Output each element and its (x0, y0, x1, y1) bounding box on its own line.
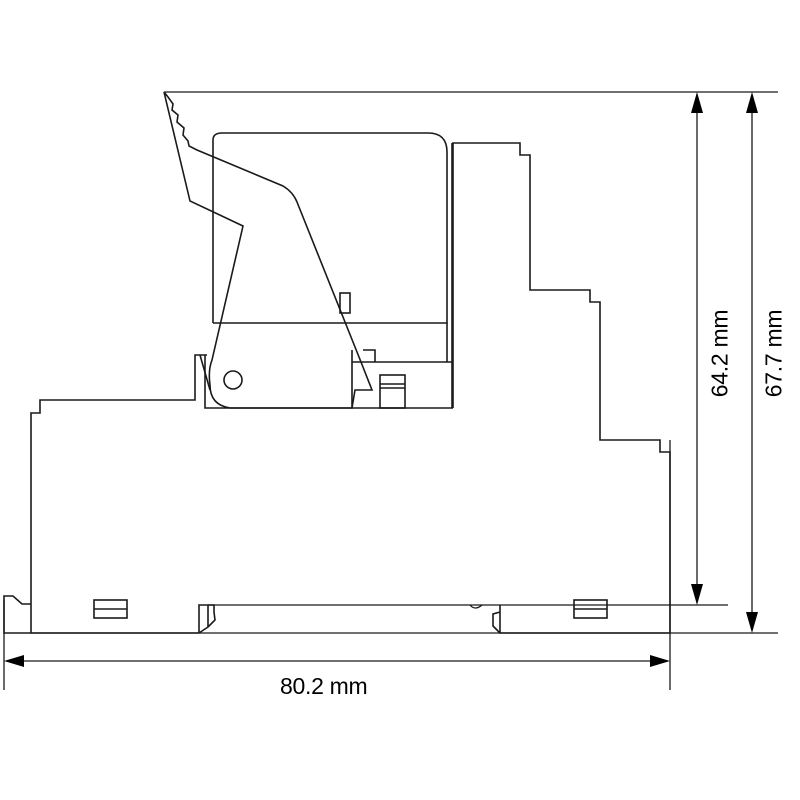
arrow-right-icon (650, 655, 670, 667)
dimension-height-base (691, 92, 703, 605)
height-base-dimension-label: 64.2 mm (706, 309, 733, 398)
lever-slot (199, 354, 211, 391)
left-rail-clip (3, 595, 31, 634)
release-lever (163, 91, 374, 409)
relay-tab (339, 292, 351, 314)
latch-left (93, 599, 128, 619)
socket-base (204, 349, 453, 409)
height-total-dimension-label: 67.7 mm (760, 309, 787, 398)
arrow-down-icon (746, 612, 758, 633)
latch-right (573, 599, 608, 619)
dimension-width (4, 655, 670, 667)
socket-terminal (379, 374, 406, 409)
relay-cover (212, 132, 448, 324)
arrow-left-icon (4, 655, 24, 667)
arrow-up-icon (691, 92, 703, 113)
arrow-down-icon (691, 584, 703, 605)
housing-outline (30, 142, 671, 633)
dimension-height-total (746, 92, 758, 633)
rail-profile (31, 604, 670, 634)
width-dimension-label: 80.2 mm (280, 673, 368, 699)
rail-notch (469, 604, 483, 609)
arrow-up-icon (746, 92, 758, 113)
lever-pivot-pin (223, 370, 243, 390)
